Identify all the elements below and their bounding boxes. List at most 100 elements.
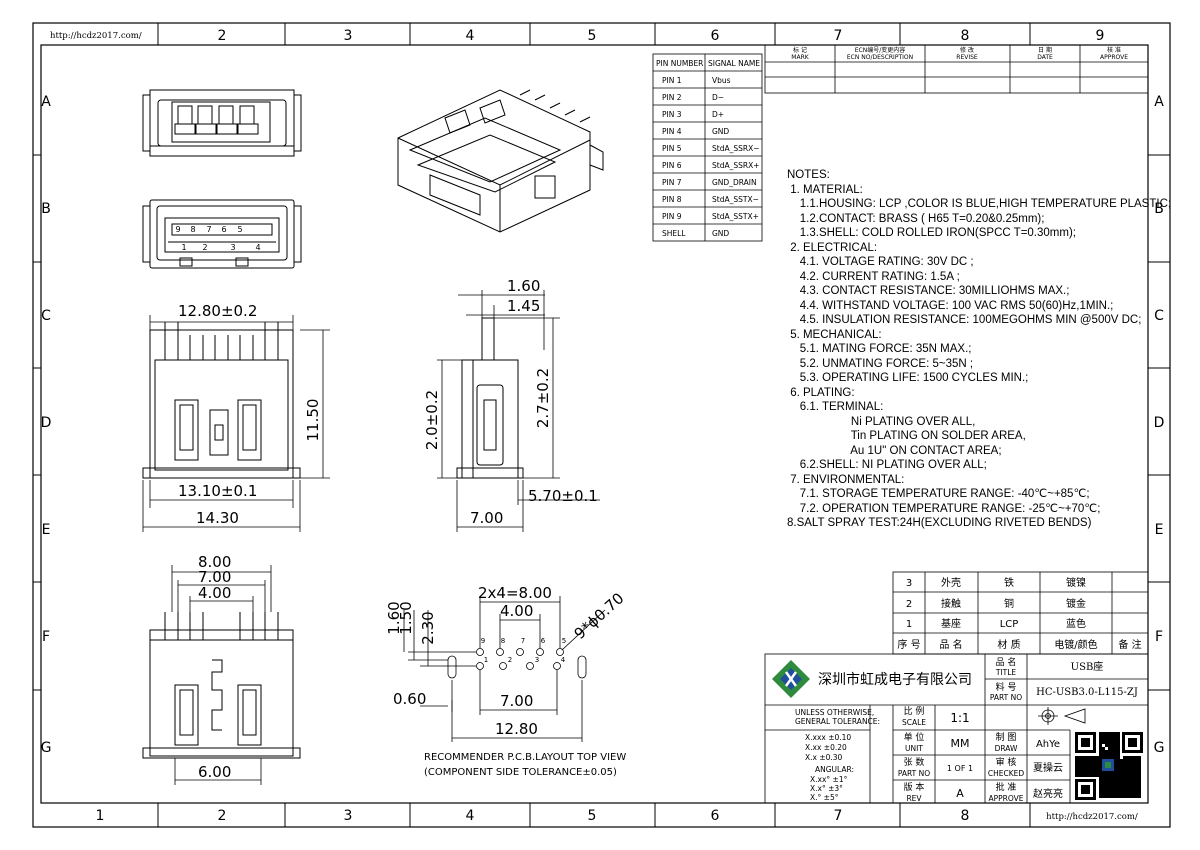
dimension-lines — [142, 290, 600, 785]
svg-text:E: E — [1155, 522, 1164, 538]
svg-text:电镀/颜色: 电镀/颜色 — [1054, 638, 1097, 651]
svg-text:X.xx ±0.20: X.xx ±0.20 — [805, 743, 847, 752]
svg-text:6: 6 — [711, 28, 720, 44]
dim-14-30: 14.30 — [196, 509, 239, 527]
svg-text:8: 8 — [961, 808, 970, 824]
note-line: 1.2.CONTACT: BRASS ( H65 T=0.20&0.25mm); — [787, 212, 1045, 225]
bom-table — [892, 571, 1149, 655]
svg-text:4: 4 — [255, 243, 260, 252]
pin-table-number: PIN 4 — [662, 127, 682, 136]
svg-text:APPROVE: APPROVE — [1100, 54, 1128, 61]
svg-text:REV: REV — [906, 794, 922, 803]
note-line: Au 1U" ON CONTACT AREA; — [787, 444, 1002, 457]
note-line: 6. PLATING: — [787, 386, 855, 399]
dim-b-4-00: 4.00 — [198, 584, 231, 602]
note-line: 5.1. MATING FORCE: 35N MAX.; — [787, 343, 972, 355]
svg-text:DATE: DATE — [1037, 54, 1053, 61]
pcb-caption: RECOMMENDER P.C.B.LAYOUT TOP VIEW (COMPO… — [424, 752, 626, 778]
svg-text:3: 3 — [906, 578, 912, 589]
svg-text:X.x ±0.30: X.x ±0.30 — [805, 753, 843, 762]
revision-table — [764, 44, 1149, 94]
pin-table-number: PIN 5 — [662, 144, 682, 153]
svg-text:ECN NO/DESCRIPTION: ECN NO/DESCRIPTION — [847, 54, 913, 61]
dim-7-00: 7.00 — [470, 509, 503, 527]
dim-1-60: 1.60 — [507, 277, 540, 295]
svg-text:A: A — [1154, 94, 1164, 110]
svg-text:4: 4 — [466, 808, 475, 824]
tolerance-block: UNLESS OTHERWISE, GENERAL TOLERANCE: X.x… — [795, 708, 880, 802]
svg-text:1: 1 — [484, 656, 488, 664]
svg-text:LCP: LCP — [1000, 619, 1019, 630]
svg-text:REVISE: REVISE — [956, 54, 978, 61]
pin-table-signal: D− — [712, 93, 724, 102]
note-line: 1.3.SHELL: COLD ROLLED IRON(SPCC T=0.30m… — [787, 227, 1076, 239]
svg-text:ANGULAR:: ANGULAR: — [815, 765, 854, 774]
pcb-dim-9x: 9*ϕ0.70 — [571, 589, 628, 643]
company-logo — [770, 658, 812, 700]
note-line: 1.1.HOUSING: LCP ,COLOR IS BLUE,HIGH TEM… — [787, 198, 1172, 210]
unit-value: MM — [951, 737, 970, 750]
svg-text:UNIT: UNIT — [905, 744, 923, 753]
svg-text:F: F — [1155, 629, 1163, 645]
svg-text:1: 1 — [181, 243, 186, 252]
company-name: 深圳市虹成电子有限公司 — [818, 671, 972, 688]
pin-table-header: SIGNAL NAME — [708, 59, 760, 68]
svg-text:3: 3 — [344, 28, 353, 44]
svg-text:D: D — [1154, 415, 1165, 431]
svg-text:审 核: 审 核 — [996, 756, 1017, 768]
dim-b-6-00: 6.00 — [198, 763, 231, 781]
svg-text:5: 5 — [562, 637, 566, 645]
pin-table-signal: StdA_SSTX+ — [712, 212, 759, 221]
note-line: 5.2. UNMATING FORCE: 5~35N ; — [787, 357, 974, 370]
svg-text:制 图: 制 图 — [996, 731, 1017, 743]
svg-text:备 注: 备 注 — [1118, 638, 1141, 651]
svg-text:4: 4 — [466, 28, 475, 44]
svg-text:MARK: MARK — [791, 54, 809, 61]
note-line: 2. ELECTRICAL: — [787, 241, 878, 254]
svg-text:接触: 接触 — [941, 597, 961, 610]
approver-name: 赵亮亮 — [1033, 787, 1063, 800]
svg-text:(COMPONENT SIDE TOLERANCE±0.05: (COMPONENT SIDE TOLERANCE±0.05) — [424, 767, 617, 778]
part-number: HC-USB3.0-L115-ZJ — [1036, 687, 1138, 698]
row-labels: AB CD EF G AB CD EF G — [41, 94, 1165, 756]
svg-text:UNLESS OTHERWISE,: UNLESS OTHERWISE, — [795, 708, 874, 717]
svg-text:8: 8 — [961, 28, 970, 44]
svg-text:F: F — [42, 629, 50, 645]
svg-text:蓝色: 蓝色 — [1066, 617, 1086, 630]
svg-text:镀金: 镀金 — [1066, 597, 1086, 610]
svg-text:1: 1 — [96, 808, 105, 824]
svg-text:7: 7 — [834, 28, 843, 44]
note-line: Tin PLATING ON SOLDER AREA, — [787, 430, 1026, 442]
pin-table-signal: StdA_SSRX+ — [712, 161, 760, 170]
pin-table-signal: Vbus — [712, 76, 731, 85]
svg-text:标 记: 标 记 — [793, 46, 807, 54]
svg-text:基座: 基座 — [941, 617, 961, 630]
note-line: 7.1. STORAGE TEMPERATURE RANGE: -40℃~+85… — [787, 488, 1090, 500]
note-line: 5. MECHANICAL: — [787, 328, 882, 341]
svg-text:7: 7 — [206, 225, 211, 234]
svg-text:8: 8 — [501, 637, 505, 645]
pcb-dim-4-00: 4.00 — [500, 602, 533, 620]
svg-text:5: 5 — [588, 808, 597, 824]
dim-2-0: 2.0±0.2 — [423, 390, 441, 450]
svg-text:B: B — [41, 201, 51, 217]
svg-text:4: 4 — [561, 656, 566, 664]
note-line: 1. MATERIAL: — [787, 183, 863, 196]
svg-text:PART NO: PART NO — [898, 769, 930, 778]
svg-text:日 期: 日 期 — [1038, 46, 1052, 54]
svg-text:9: 9 — [1096, 28, 1105, 44]
pin-table-number: PIN 2 — [662, 93, 682, 102]
isometric-view — [397, 89, 604, 233]
pin-table-signal: GND — [712, 127, 729, 136]
svg-text:外壳: 外壳 — [941, 576, 961, 589]
checker-name: 夏操云 — [1033, 761, 1063, 774]
svg-text:核 准: 核 准 — [1107, 46, 1121, 54]
svg-text:修 改: 修 改 — [960, 46, 974, 54]
